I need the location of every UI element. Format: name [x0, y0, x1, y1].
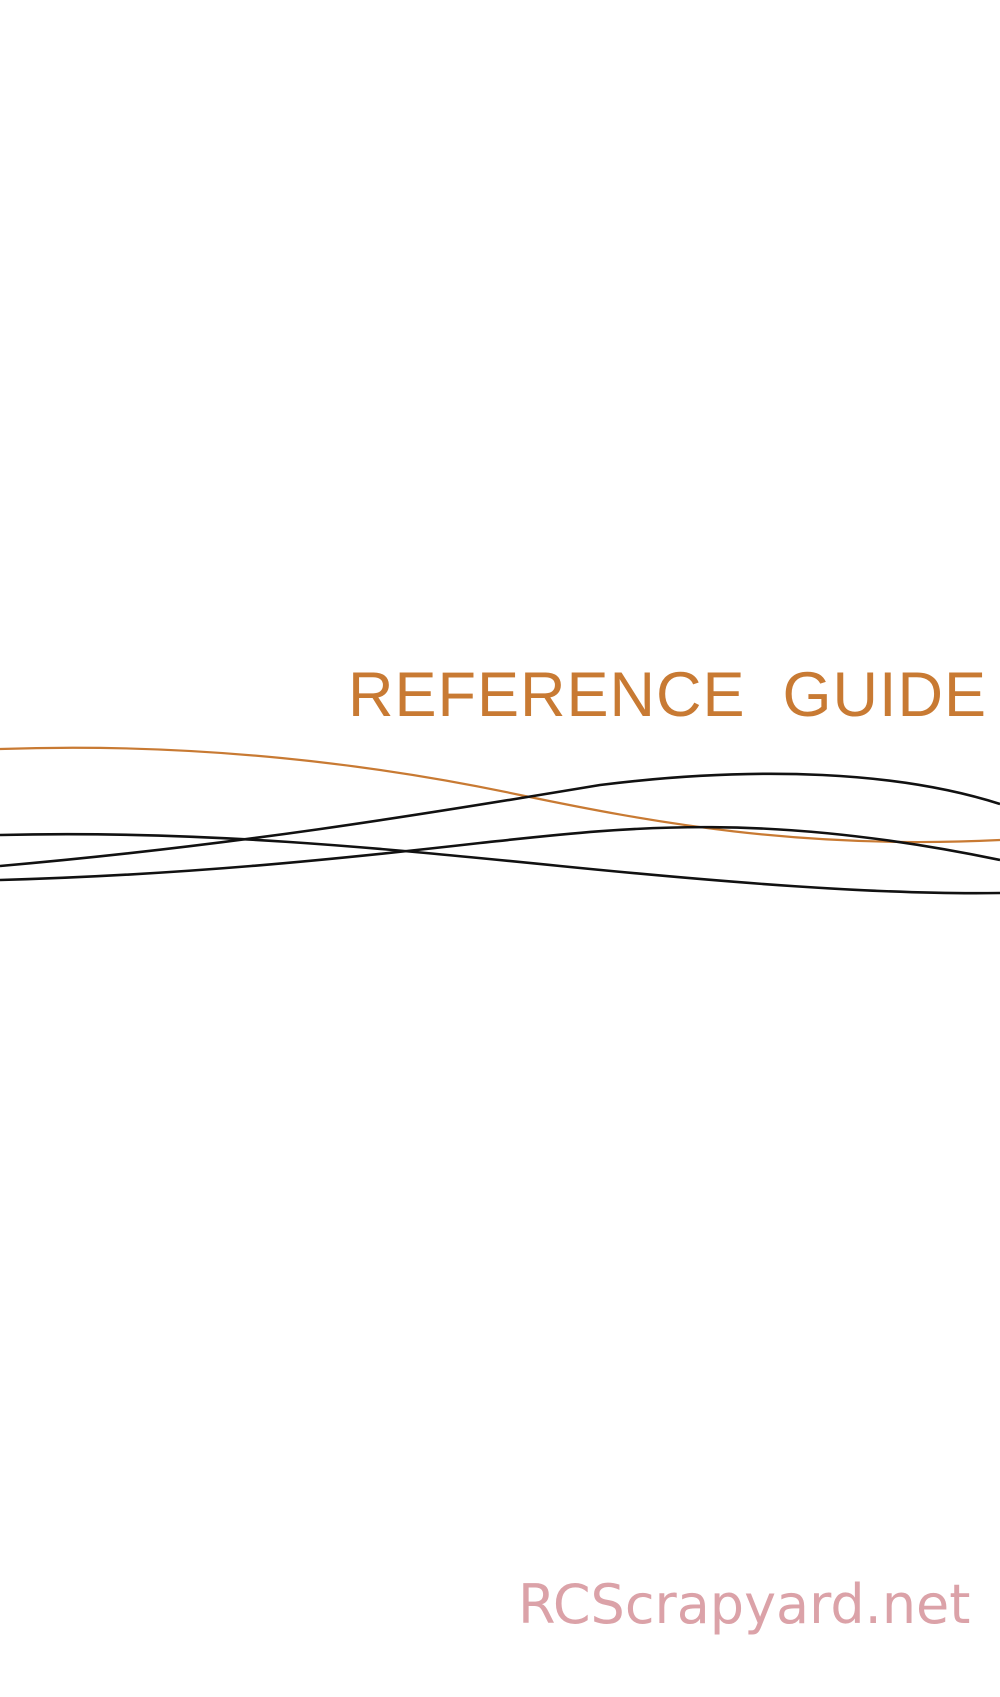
black-wave-1: [0, 772, 1000, 868]
black-wave-3: [0, 832, 1000, 895]
black-wave-2: [0, 825, 1000, 882]
watermark-text: RCScrapyard.net: [518, 1573, 971, 1636]
accent-wave: [0, 746, 1000, 844]
page-title: REFERENCE GUIDE: [348, 660, 988, 730]
